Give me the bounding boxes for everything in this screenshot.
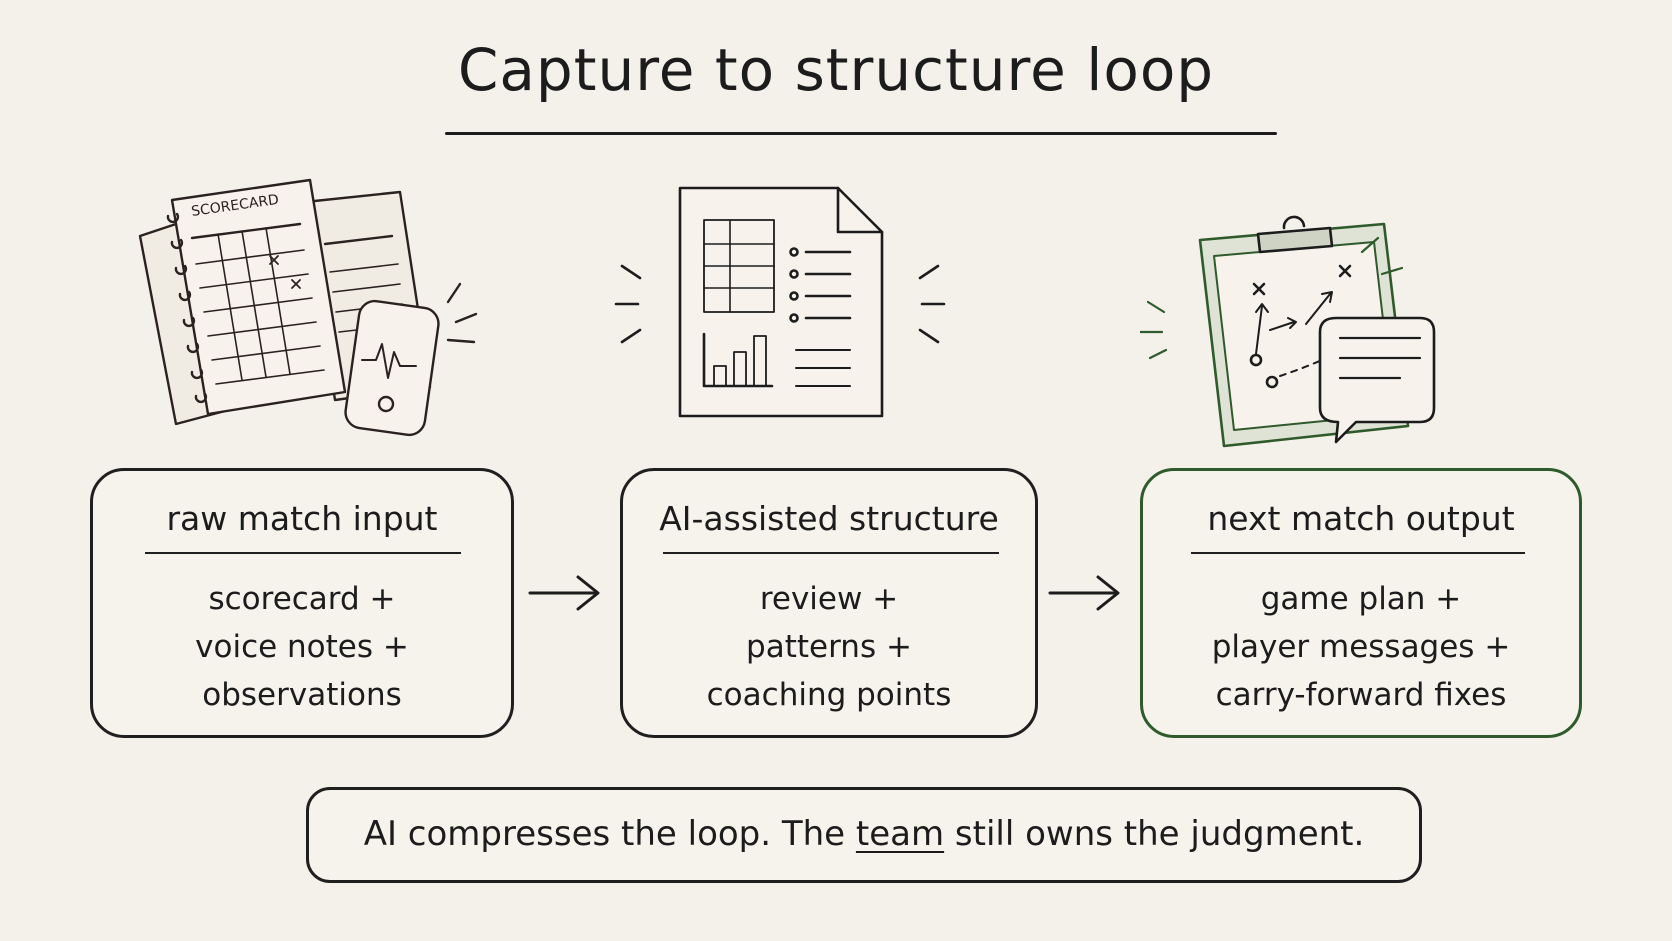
step-line: voice notes + [195, 629, 409, 665]
step-box-ai-structure: AI-assisted structure review + patterns … [620, 468, 1038, 738]
step-title-underline [1191, 552, 1525, 554]
step-line: scorecard + [208, 581, 396, 617]
step-line: player messages + [1211, 629, 1511, 665]
step-lines: review + patterns + coaching points [623, 575, 1035, 719]
title-underline [445, 132, 1277, 135]
step-line: patterns + [746, 629, 912, 665]
step-lines: game plan + player messages + carry-forw… [1143, 575, 1579, 719]
page-title: Capture to structure loop [457, 36, 1215, 104]
scorecard-and-phone-icon: SCORECARD [138, 178, 478, 437]
step-title: AI-assisted structure [659, 499, 999, 538]
step-line: review + [759, 581, 899, 617]
step-title: raw match input [166, 499, 438, 538]
arrow-right-icon [1048, 575, 1120, 611]
note-emphasis: team [855, 814, 945, 854]
summary-note: AI compresses the loop. The team still o… [306, 787, 1422, 883]
step-title: next match output [1207, 499, 1515, 538]
step-line: game plan + [1260, 581, 1462, 617]
step-line: observations [202, 677, 402, 713]
step-box-raw-input: raw match input scorecard + voice notes … [90, 468, 514, 738]
structured-report-icon [614, 186, 946, 418]
tactics-clipboard-icon [1140, 215, 1436, 448]
step-box-next-output: next match output game plan + player mes… [1140, 468, 1582, 738]
note-after: still owns the judgment. [944, 814, 1365, 854]
summary-note-text: AI compresses the loop. The team still o… [309, 814, 1419, 854]
note-before: AI compresses the loop. The [363, 814, 856, 854]
step-title-underline [145, 552, 461, 554]
arrow-right-icon [528, 575, 600, 611]
step-title-underline [663, 552, 999, 554]
step-line: coaching points [706, 677, 952, 713]
step-line: carry-forward fixes [1215, 677, 1507, 713]
step-lines: scorecard + voice notes + observations [93, 575, 511, 719]
